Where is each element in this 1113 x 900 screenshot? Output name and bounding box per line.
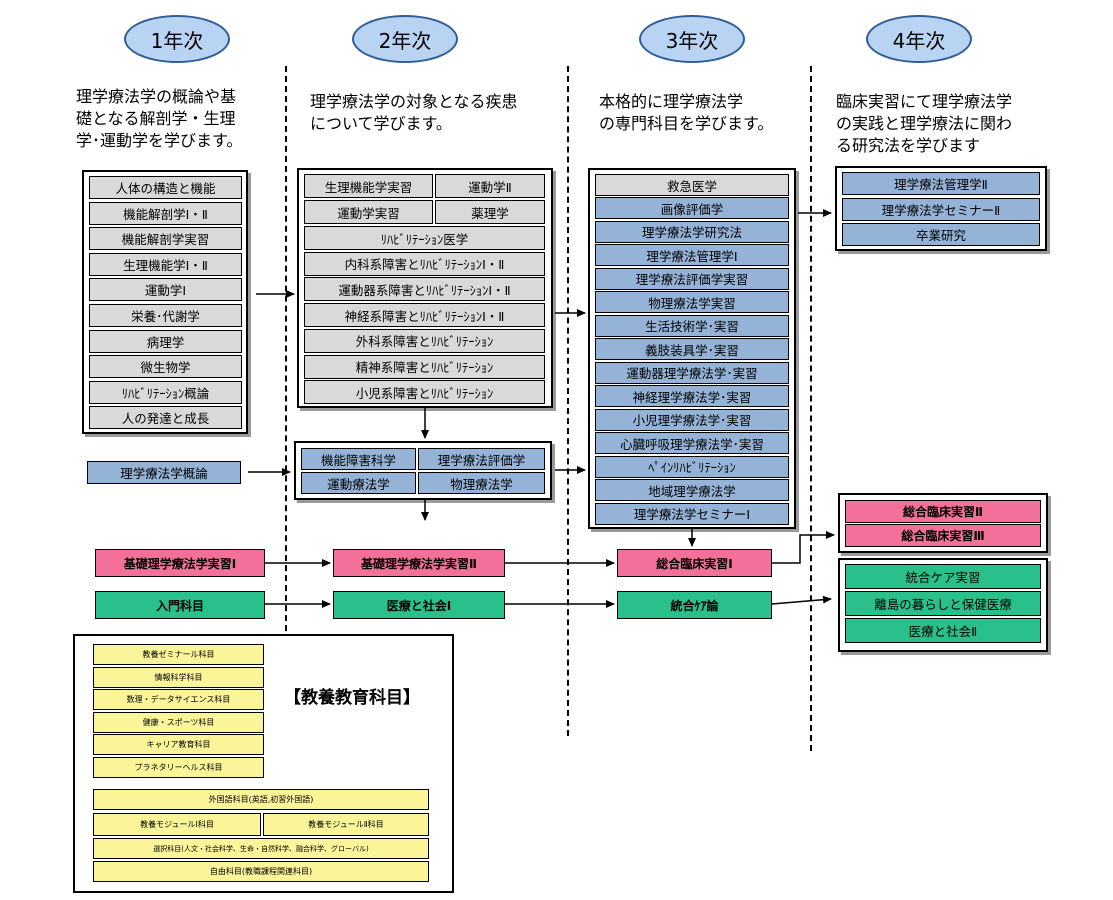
year-2-course: 運動学実習 [304,200,433,224]
general-course: 数理・データサイエンス科目 [93,689,264,711]
year-3-course: 地域理学療法学 [595,479,789,501]
year-1-course: ﾘﾊﾋﾞﾘﾃｰｼｮﾝ概論 [89,380,242,404]
year-1-course: 運動学Ⅰ [89,278,242,302]
year-2-course: 内科系障害とﾘﾊﾋﾞﾘﾃｰｼｮﾝⅠ・Ⅱ [304,251,545,276]
arrow-green-3 [771,595,832,605]
year-2-blue-course: 機能障害科学 [301,448,416,470]
year-4-course: 理学療法学セミナーⅡ [842,197,1040,221]
year-4-clinical: 総合臨床実習Ⅱ [845,500,1041,523]
general-course: プラネタリーヘルス科目 [93,757,264,778]
integrated-care-theory: 統合ｹｱ論 [617,591,772,619]
year-1-badge: 1年次 [124,15,230,63]
clinical-practicum-1: 総合臨床実習Ⅰ [617,549,772,577]
year-4-course: 理学療法管理学Ⅱ [842,172,1040,195]
year-2-course: 精神系障害とﾘﾊﾋﾞﾘﾃｰｼｮﾝ [304,354,545,379]
year-2-course: 運動器系障害とﾘﾊﾋﾞﾘﾃｰｼｮﾝⅠ・Ⅱ [304,277,545,302]
year-3-course: 運動器理学療法学･実習 [595,361,789,384]
year-3-course: 理学療法管理学Ⅰ [595,244,789,266]
year-3-course: ﾍﾟｲﾝﾘﾊﾋﾞﾘﾃｰｼｮﾝ [595,455,789,478]
year-divider-3 [810,66,812,751]
medicine-society-1: 医療と社会Ⅰ [333,591,505,619]
year-divider-2 [567,66,569,736]
general-course: キャリア教育科目 [93,734,264,756]
general-course: 教養ゼミナール科目 [93,644,264,665]
year-3-course: 小児理学療法学･実習 [595,408,789,431]
year-2-course: 外科系障害とﾘﾊﾋﾞﾘﾃｰｼｮﾝ [304,328,545,353]
year-4-course: 卒業研究 [842,223,1040,246]
year-3-course: 画像評価学 [595,197,789,219]
year-2-course: ﾘﾊﾋﾞﾘﾃｰｼｮﾝ医学 [304,226,545,250]
basic-pt-practicum-2: 基礎理学療法学実習Ⅱ [333,549,505,577]
year-3-course: 生活技術学･実習 [595,314,789,337]
intro-pt-course: 理学療法学概論 [87,461,241,484]
general-course: 教養モジュールⅠ科目 [93,813,261,836]
year-3-course: 心臓呼吸理学療法学･実習 [595,432,789,454]
year-2-description: 理学療法学の対象となる疾患 について学びます。 [310,92,518,133]
year-2-blue-course: 物理療法学 [418,472,545,494]
year-3-course: 理学療法評価学実習 [595,267,789,290]
year-2-course: 薬理学 [435,200,545,224]
year-2-course: 神経系障害とﾘﾊﾋﾞﾘﾃｰｼｮﾝⅠ・Ⅱ [304,303,545,328]
year-3-course: 義肢装具学･実習 [595,338,789,360]
general-education-title: 【教養教育科目】 [284,688,420,708]
year-4-green-course: 統合ケア実習 [845,564,1041,589]
year-4-description: 臨床実習にて理学療法学 の実践と理学療法に関わ る研究法を学びます [836,92,1013,155]
year-3-course: 神経理学療法学･実習 [595,385,789,407]
general-course: 健康・スポーツ科目 [93,711,264,733]
year-2-blue-course: 運動療法学 [301,472,416,494]
year-1-course: 人体の構造と機能 [89,176,242,199]
intro-course: 入門科目 [95,591,265,619]
year-2-badge: 2年次 [352,15,458,63]
year-1-description: 理学療法学の概論や基 礎となる解剖学・生理 学･運動学を学びます。 [76,87,243,150]
year-3-course: 物理療法学実習 [595,291,789,313]
arrow-pink-3 [772,531,835,564]
general-course: 教養モジュールⅡ科目 [263,813,429,836]
year-3-description: 本格的に理学療法学 の専門科目を学びます。 [599,92,774,133]
general-course: 情報科学科目 [93,666,264,688]
year-1-course: 人の発達と成長 [89,406,242,430]
year-3-course: 理学療法学研究法 [595,220,789,243]
general-course: 外国語科目(英語,初習外国語) [93,789,429,810]
year-3-badge: 3年次 [639,15,745,63]
general-course: 選択科目(人文・社会科学、生命・自然科学、融合科学、グローバル) [93,838,429,859]
year-4-clinical: 総合臨床実習Ⅲ [845,524,1041,547]
year-4-badge: 4年次 [866,15,972,63]
year-1-course: 生理機能学Ⅰ・Ⅱ [89,252,242,276]
year-3-course: 救急医学 [595,174,789,196]
year-2-course: 小児系障害とﾘﾊﾋﾞﾘﾃｰｼｮﾝ [304,380,545,405]
year-4-green-course: 離島の暮らしと保健医療 [845,591,1041,616]
general-course: 自由科目(教職課程関連科目) [93,861,429,882]
year-4-green-course: 医療と社会Ⅱ [845,618,1041,643]
year-1-course: 病理学 [89,329,242,353]
year-1-course: 機能解剖学Ⅰ・Ⅱ [89,201,242,225]
year-3-course: 理学療法学セミナーⅠ [595,502,789,525]
year-divider-1 [285,66,287,671]
year-2-blue-course: 理学療法評価学 [418,448,545,470]
year-1-course: 機能解剖学実習 [89,227,242,251]
year-2-course: 生理機能学実習 [304,174,433,198]
year-2-course: 運動学Ⅱ [435,174,545,198]
basic-pt-practicum-1: 基礎理学療法学実習Ⅰ [95,549,265,577]
year-1-course: 微生物学 [89,355,242,379]
year-1-course: 栄養･代謝学 [89,304,242,327]
